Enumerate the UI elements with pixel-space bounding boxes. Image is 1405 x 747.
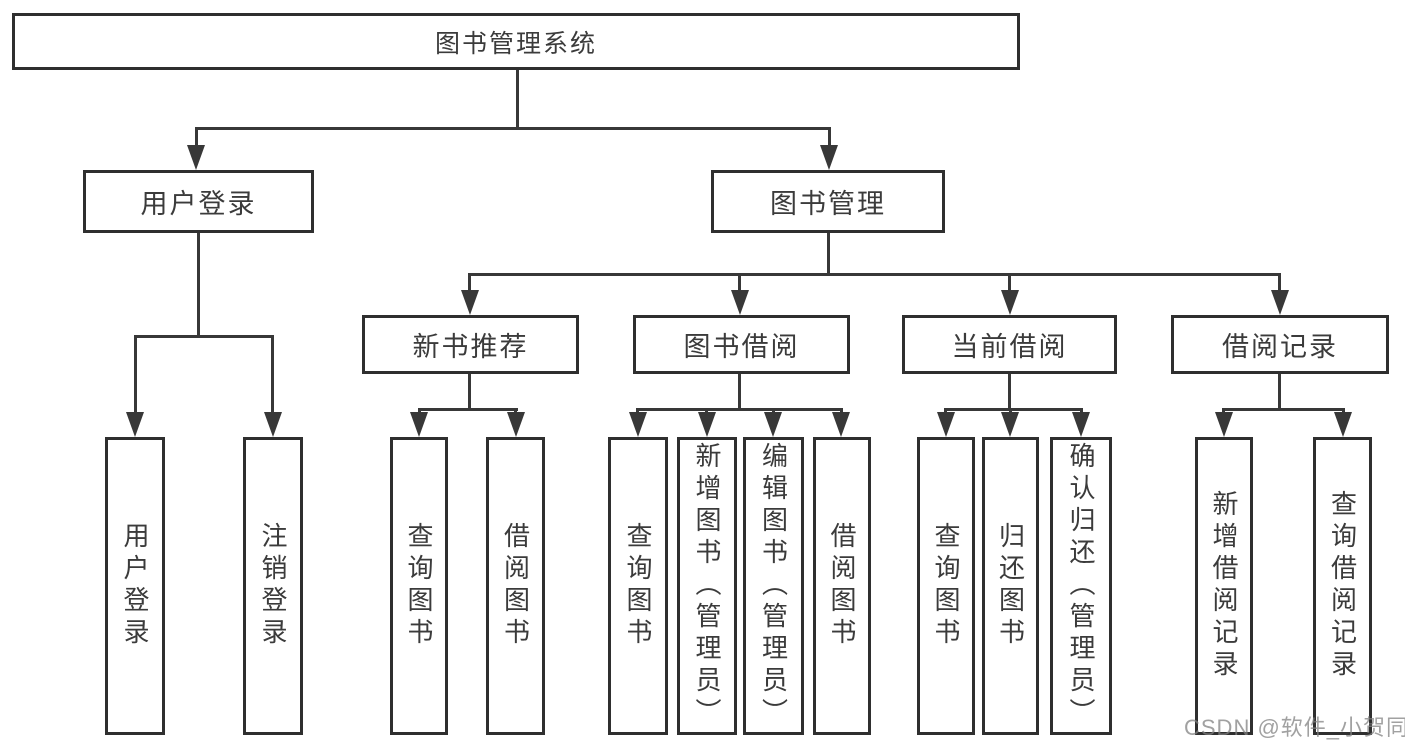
leaf-node-user-login: 用户登录 (105, 437, 165, 735)
leaf-node-label: 借阅图书 (827, 522, 857, 650)
leaf-node-return-books: 归还图书 (982, 437, 1039, 735)
connector-line (1278, 374, 1281, 408)
arrowhead-down-icon (820, 145, 838, 170)
arrowhead-down-icon (937, 412, 955, 437)
connector-line (944, 408, 1083, 411)
branch-node-book-management: 图书管理 (711, 170, 945, 233)
connector-line (468, 374, 471, 408)
arrowhead-down-icon (1271, 290, 1289, 315)
leaf-node-label: 查询图书 (931, 522, 961, 650)
branch-node-user-login: 用户登录 (83, 170, 314, 233)
leaf-node-label: 用户登录 (120, 522, 150, 650)
leaf-node-label: 归还图书 (995, 522, 1026, 650)
connector-line (738, 374, 741, 408)
leaf-node-label: 查询图书 (404, 522, 434, 650)
arrowhead-down-icon (1001, 412, 1019, 437)
leaf-node-label: 借阅图书 (500, 522, 531, 650)
branch-node-label: 图书管理 (770, 189, 886, 219)
connector-line (738, 273, 741, 293)
arrowhead-down-icon (126, 412, 144, 437)
arrowhead-down-icon (731, 290, 749, 315)
module-node-new-book-recommendation: 新书推荐 (362, 315, 579, 374)
leaf-node-label: 新增图书（管理员） (692, 442, 722, 730)
leaf-node-logout: 注销登录 (243, 437, 303, 735)
connector-line (1222, 408, 1345, 411)
leaf-node-borrow-books: 借阅图书 (486, 437, 545, 735)
connector-line (197, 233, 200, 335)
arrowhead-down-icon (507, 412, 525, 437)
connector-line (1278, 273, 1281, 293)
arrowhead-down-icon (764, 412, 782, 437)
leaf-node-label: 编辑图书（管理员） (758, 442, 789, 730)
leaf-node-label: 查询借阅记录 (1327, 490, 1358, 682)
root-node-library-management-system: 图书管理系统 (12, 13, 1020, 70)
connector-line (1008, 374, 1011, 408)
leaf-node-query-books: 查询图书 (608, 437, 668, 735)
connector-line (195, 127, 831, 130)
connector-line (134, 335, 137, 415)
arrowhead-down-icon (461, 290, 479, 315)
arrowhead-down-icon (264, 412, 282, 437)
module-node-current-borrowing: 当前借阅 (902, 315, 1117, 374)
connector-line (271, 335, 274, 415)
csdn-watermark: CSDN @软件_小贺同学 (1184, 715, 1405, 740)
leaf-node-label: 查询图书 (623, 522, 653, 650)
connector-line (827, 233, 830, 273)
connector-line (134, 335, 274, 338)
leaf-node-confirm-return-admin: 确认归还（管理员） (1050, 437, 1112, 735)
leaf-node-add-books-admin: 新增图书（管理员） (677, 437, 737, 735)
connector-line (468, 273, 471, 293)
leaf-node-label: 确认归还（管理员） (1066, 442, 1096, 730)
branch-node-label: 用户登录 (140, 189, 257, 219)
module-node-borrowing-records: 借阅记录 (1171, 315, 1389, 374)
connector-line (468, 273, 1281, 276)
arrowhead-down-icon (1334, 412, 1352, 437)
leaf-node-query-books: 查询图书 (390, 437, 448, 735)
leaf-node-label: 注销登录 (258, 522, 288, 650)
connector-line (1008, 273, 1011, 293)
arrowhead-down-icon (698, 412, 716, 437)
arrowhead-down-icon (187, 145, 205, 170)
leaf-node-edit-books-admin: 编辑图书（管理员） (743, 437, 804, 735)
leaf-node-borrow-books: 借阅图书 (813, 437, 871, 735)
connector-line (828, 127, 831, 149)
connector-line (516, 70, 519, 127)
leaf-node-query-borrow-record: 查询借阅记录 (1313, 437, 1372, 735)
leaf-node-query-books: 查询图书 (917, 437, 975, 735)
connector-line (418, 408, 518, 411)
arrowhead-down-icon (1001, 290, 1019, 315)
arrowhead-down-icon (410, 412, 428, 437)
arrowhead-down-icon (1072, 412, 1090, 437)
module-node-label: 图书借阅 (683, 332, 800, 362)
connector-line (636, 408, 843, 411)
module-node-label: 新书推荐 (412, 332, 529, 362)
root-node-label: 图书管理系统 (434, 29, 597, 58)
arrowhead-down-icon (1215, 412, 1233, 437)
arrowhead-down-icon (832, 412, 850, 437)
connector-line (195, 127, 198, 149)
leaf-node-add-borrow-record: 新增借阅记录 (1195, 437, 1253, 735)
module-node-label: 借阅记录 (1222, 332, 1338, 362)
module-node-label: 当前借阅 (951, 332, 1068, 362)
arrowhead-down-icon (629, 412, 647, 437)
leaf-node-label: 新增借阅记录 (1209, 490, 1239, 682)
module-node-book-borrowing: 图书借阅 (633, 315, 850, 374)
